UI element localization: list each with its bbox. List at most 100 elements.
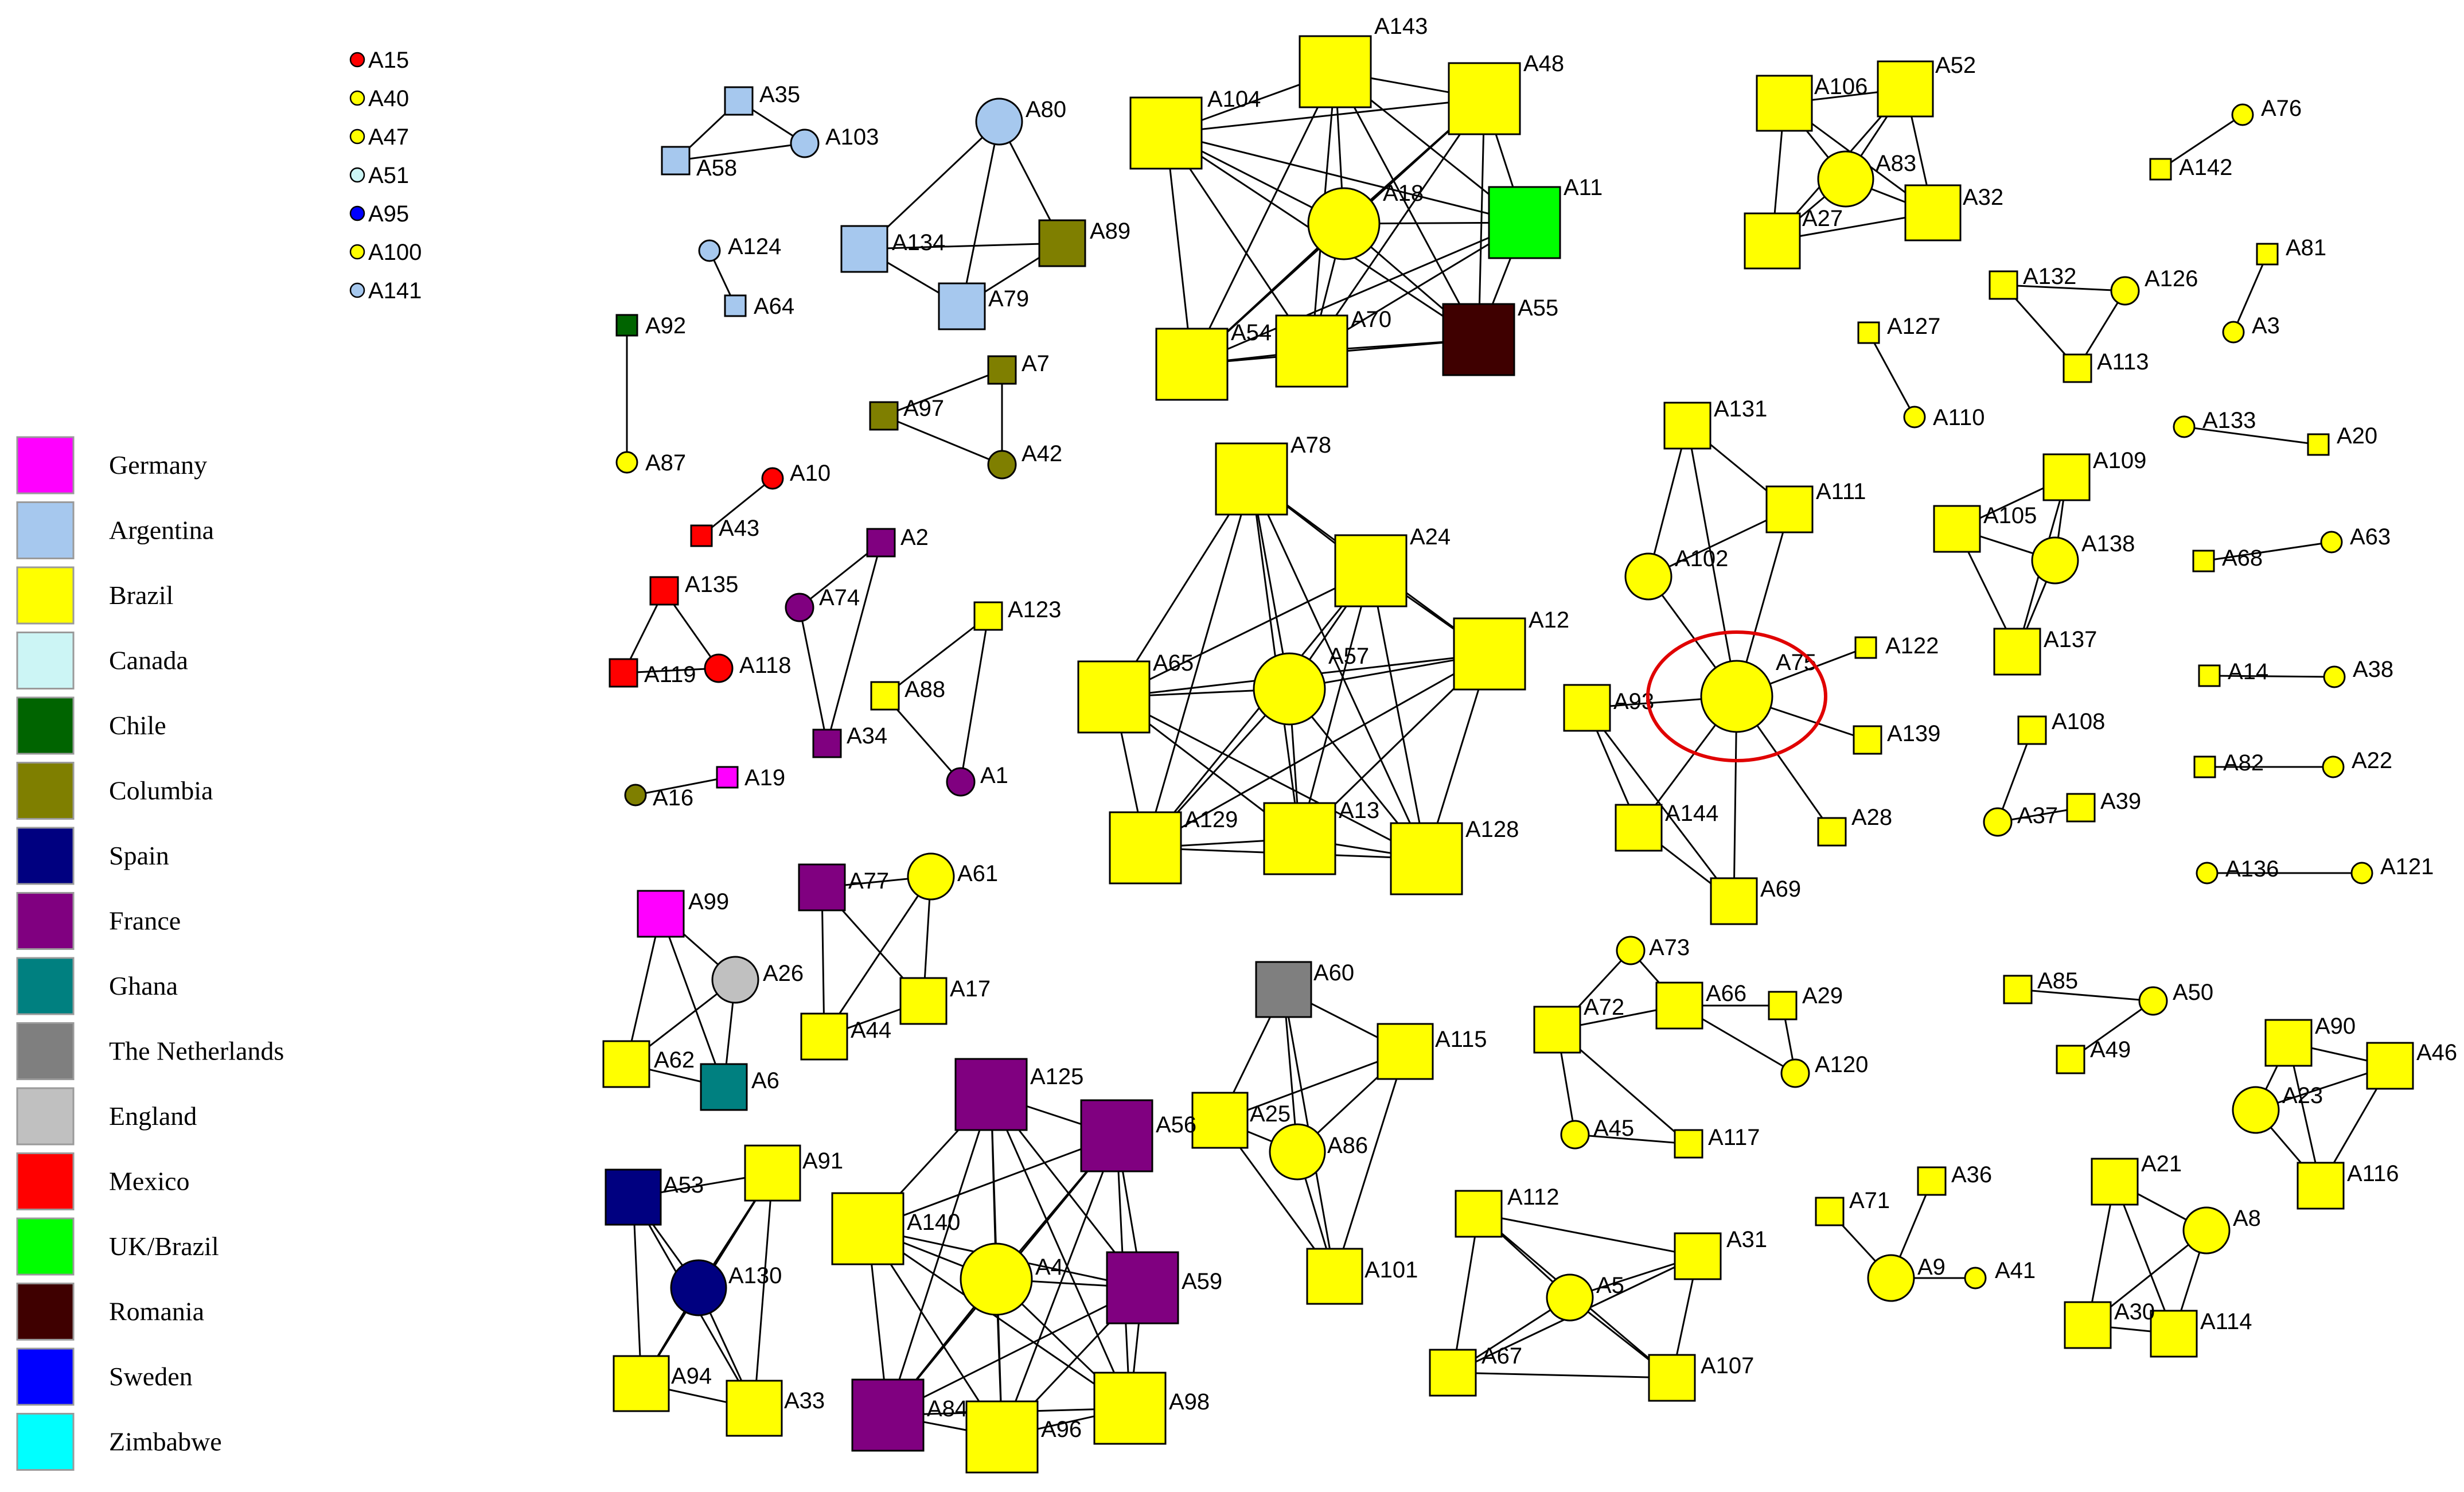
node-A83[interactable] (1817, 150, 1874, 208)
node-A113[interactable] (2063, 353, 2092, 383)
node-A62[interactable] (602, 1040, 650, 1088)
node-A124[interactable] (698, 239, 721, 262)
node-A44[interactable] (800, 1012, 848, 1061)
node-A88[interactable] (870, 681, 900, 711)
node-A138[interactable] (2031, 536, 2079, 585)
node-A48[interactable] (1448, 62, 1521, 135)
node-A125[interactable] (954, 1058, 1028, 1131)
node-A35[interactable] (724, 86, 754, 116)
node-A80[interactable] (975, 98, 1023, 146)
node-A96[interactable] (965, 1400, 1039, 1474)
node-A129[interactable] (1109, 811, 1182, 885)
node-A94[interactable] (613, 1355, 670, 1412)
node-A139[interactable] (1853, 725, 1882, 755)
node-A89[interactable] (1038, 219, 1086, 267)
node-A6[interactable] (700, 1063, 748, 1111)
node-A86[interactable] (1269, 1123, 1326, 1181)
node-A52[interactable] (1877, 60, 1934, 118)
node-A23[interactable] (2232, 1086, 2280, 1134)
node-A132[interactable] (1989, 270, 2018, 300)
node-A29[interactable] (1768, 991, 1798, 1020)
node-A92[interactable] (615, 314, 638, 337)
node-A12[interactable] (1453, 617, 1526, 691)
node-A90[interactable] (2264, 1019, 2313, 1067)
node-A20[interactable] (2307, 433, 2330, 456)
node-A49[interactable] (2056, 1045, 2085, 1074)
node-A117[interactable] (1674, 1129, 1703, 1159)
node-A18[interactable] (1307, 187, 1381, 260)
node-A9[interactable] (1867, 1254, 1915, 1302)
node-A70[interactable] (1275, 314, 1348, 388)
node-A28[interactable] (1817, 817, 1847, 847)
node-A7[interactable] (987, 355, 1017, 385)
node-A115[interactable] (1377, 1023, 1434, 1080)
node-A140[interactable] (831, 1192, 904, 1265)
node-A98[interactable] (1093, 1372, 1167, 1445)
node-A64[interactable] (724, 294, 747, 317)
node-A39[interactable] (2066, 793, 2096, 823)
node-A122[interactable] (1854, 636, 1877, 659)
node-A137[interactable] (1993, 628, 2041, 676)
node-A45[interactable] (1560, 1120, 1590, 1150)
node-A58[interactable] (661, 146, 691, 176)
node-A13[interactable] (1263, 802, 1336, 875)
node-A131[interactable] (1663, 402, 1711, 450)
node-A130[interactable] (670, 1259, 727, 1316)
node-A32[interactable] (1904, 184, 1962, 241)
node-A103[interactable] (790, 128, 820, 158)
node-A8[interactable] (2182, 1206, 2231, 1255)
node-A82[interactable] (2193, 755, 2216, 778)
node-A99[interactable] (637, 890, 685, 938)
node-A111[interactable] (1765, 485, 1814, 533)
node-A119[interactable] (609, 658, 638, 688)
node-A69[interactable] (1710, 877, 1758, 925)
node-A87[interactable] (615, 451, 638, 474)
node-A144[interactable] (1615, 804, 1663, 852)
node-A21[interactable] (2091, 1158, 2139, 1206)
node-A54[interactable] (1155, 328, 1229, 401)
node-A81[interactable] (2256, 243, 2279, 266)
node-A14[interactable] (2198, 664, 2221, 687)
node-A33[interactable] (726, 1380, 783, 1437)
node-A2[interactable] (866, 528, 896, 558)
node-A118[interactable] (704, 653, 734, 683)
node-A72[interactable] (1533, 1006, 1581, 1054)
node-A67[interactable] (1429, 1349, 1477, 1397)
node-A128[interactable] (1390, 822, 1463, 895)
node-A109[interactable] (2042, 453, 2091, 501)
node-A24[interactable] (1334, 534, 1408, 607)
node-A16[interactable] (624, 784, 647, 807)
node-A97[interactable] (869, 401, 899, 431)
node-A114[interactable] (2150, 1310, 2198, 1358)
node-A68[interactable] (2192, 550, 2215, 572)
node-A71[interactable] (1815, 1197, 1845, 1226)
node-A38[interactable] (2323, 665, 2346, 688)
node-A126[interactable] (2110, 276, 2140, 306)
node-A46[interactable] (2366, 1042, 2414, 1090)
node-A143[interactable] (1299, 35, 1372, 108)
node-A41[interactable] (1964, 1267, 1987, 1290)
node-A101[interactable] (1306, 1248, 1363, 1305)
node-A107[interactable] (1648, 1354, 1696, 1402)
node-A36[interactable] (1917, 1166, 1947, 1196)
node-A37[interactable] (1983, 807, 2013, 837)
node-A31[interactable] (1674, 1232, 1722, 1280)
node-A63[interactable] (2320, 531, 2343, 554)
node-A102[interactable] (1624, 552, 1672, 601)
node-A17[interactable] (899, 977, 948, 1025)
node-A121[interactable] (2350, 862, 2373, 885)
node-A133[interactable] (2173, 415, 2196, 438)
node-A4[interactable] (960, 1242, 1033, 1316)
node-A56[interactable] (1080, 1099, 1153, 1172)
node-A134[interactable] (840, 225, 888, 273)
node-A22[interactable] (2322, 755, 2345, 778)
node-A26[interactable] (711, 956, 759, 1004)
node-A84[interactable] (851, 1378, 925, 1452)
node-A116[interactable] (2297, 1162, 2345, 1210)
node-A105[interactable] (1933, 505, 1981, 553)
node-A77[interactable] (798, 863, 846, 911)
node-A5[interactable] (1546, 1273, 1594, 1322)
node-A3[interactable] (2222, 321, 2245, 344)
node-A34[interactable] (812, 729, 842, 758)
node-A25[interactable] (1191, 1092, 1249, 1149)
